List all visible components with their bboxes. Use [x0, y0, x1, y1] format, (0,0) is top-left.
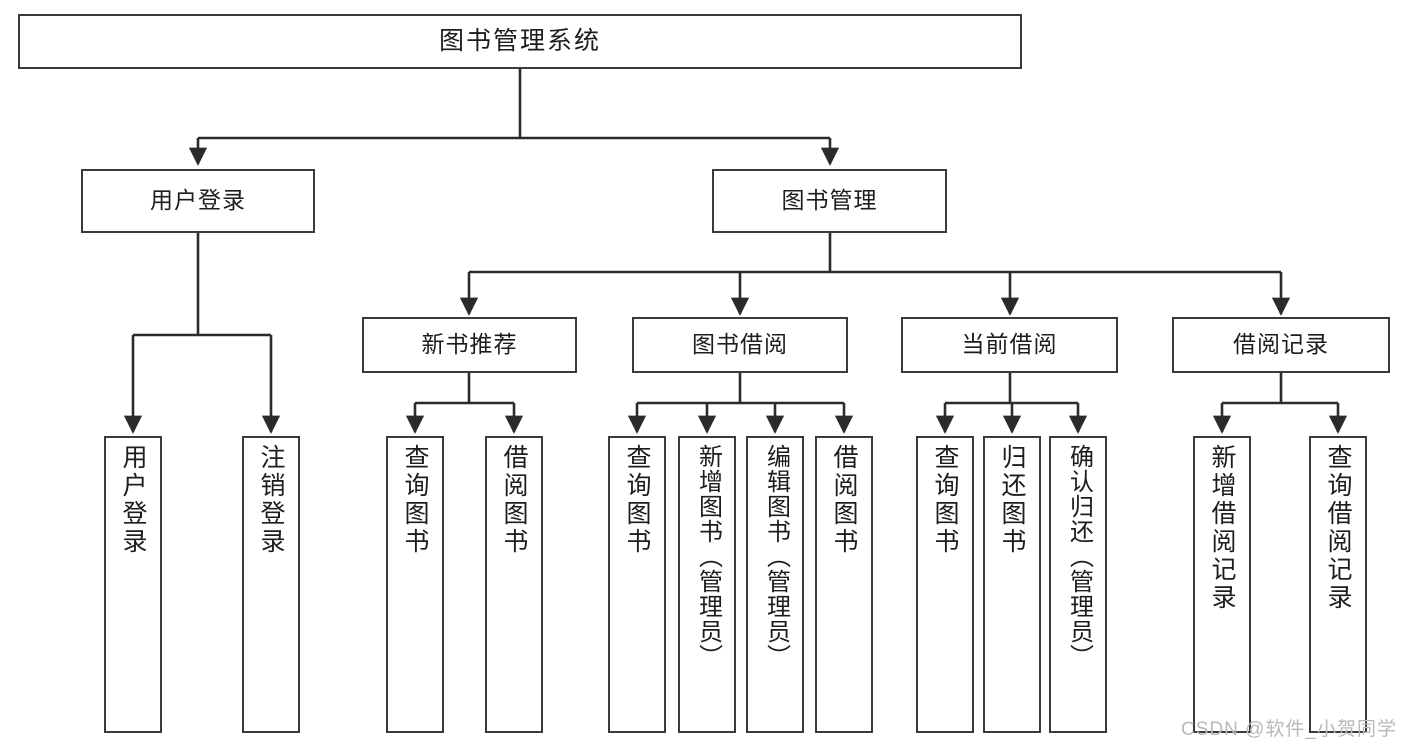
node-leaf-logout-login-label: 注销登录	[257, 444, 285, 556]
node-current-borrow[interactable]: 当前借阅	[901, 317, 1118, 373]
node-leaf-borrow-book-2[interactable]: 借阅图书	[815, 436, 873, 733]
node-borrow-record-label: 借阅记录	[1233, 331, 1329, 358]
node-leaf-borrow-book-2-label: 借阅图书	[830, 444, 858, 556]
node-leaf-return-book[interactable]: 归还图书	[983, 436, 1041, 733]
node-book-borrow-label: 图书借阅	[692, 331, 788, 358]
node-leaf-query-record-label: 查询借阅记录	[1324, 444, 1352, 612]
node-user-login[interactable]: 用户登录	[81, 169, 315, 233]
node-leaf-query-record[interactable]: 查询借阅记录	[1309, 436, 1367, 733]
node-book-manage[interactable]: 图书管理	[712, 169, 947, 233]
node-leaf-borrow-book-1-label: 借阅图书	[500, 444, 528, 556]
node-new-book-recommend[interactable]: 新书推荐	[362, 317, 577, 373]
node-leaf-confirm-return-label: 确认归还（管理员）	[1065, 444, 1093, 669]
node-leaf-add-record-label: 新增借阅记录	[1208, 444, 1236, 612]
node-leaf-user-login-label: 用户登录	[119, 444, 147, 556]
node-root-label: 图书管理系统	[438, 26, 601, 55]
node-user-login-label: 用户登录	[150, 187, 246, 214]
node-leaf-borrow-book-1[interactable]: 借阅图书	[485, 436, 543, 733]
node-leaf-add-book[interactable]: 新增图书（管理员）	[678, 436, 736, 733]
node-book-borrow[interactable]: 图书借阅	[632, 317, 848, 373]
node-new-book-recommend-label: 新书推荐	[421, 331, 518, 358]
node-leaf-edit-book[interactable]: 编辑图书（管理员）	[746, 436, 804, 733]
node-leaf-return-book-label: 归还图书	[998, 444, 1026, 556]
node-leaf-query-book-1-label: 查询图书	[401, 444, 429, 556]
node-leaf-query-book-3[interactable]: 查询图书	[916, 436, 974, 733]
watermark-text: CSDN @软件_小贺同学	[1181, 719, 1397, 740]
node-leaf-edit-book-label: 编辑图书（管理员）	[762, 444, 790, 669]
node-leaf-confirm-return[interactable]: 确认归还（管理员）	[1049, 436, 1107, 733]
node-book-manage-label: 图书管理	[781, 187, 878, 214]
node-leaf-query-book-2[interactable]: 查询图书	[608, 436, 666, 733]
node-leaf-add-record[interactable]: 新增借阅记录	[1193, 436, 1251, 733]
node-borrow-record[interactable]: 借阅记录	[1172, 317, 1390, 373]
node-leaf-logout-login[interactable]: 注销登录	[242, 436, 300, 733]
node-root-book-management-system[interactable]: 图书管理系统	[18, 14, 1022, 69]
node-leaf-query-book-3-label: 查询图书	[931, 444, 959, 556]
node-leaf-query-book-1[interactable]: 查询图书	[386, 436, 444, 733]
node-leaf-add-book-label: 新增图书（管理员）	[694, 444, 722, 669]
node-leaf-user-login[interactable]: 用户登录	[104, 436, 162, 733]
node-current-borrow-label: 当前借阅	[961, 331, 1058, 358]
node-leaf-query-book-2-label: 查询图书	[623, 444, 651, 556]
